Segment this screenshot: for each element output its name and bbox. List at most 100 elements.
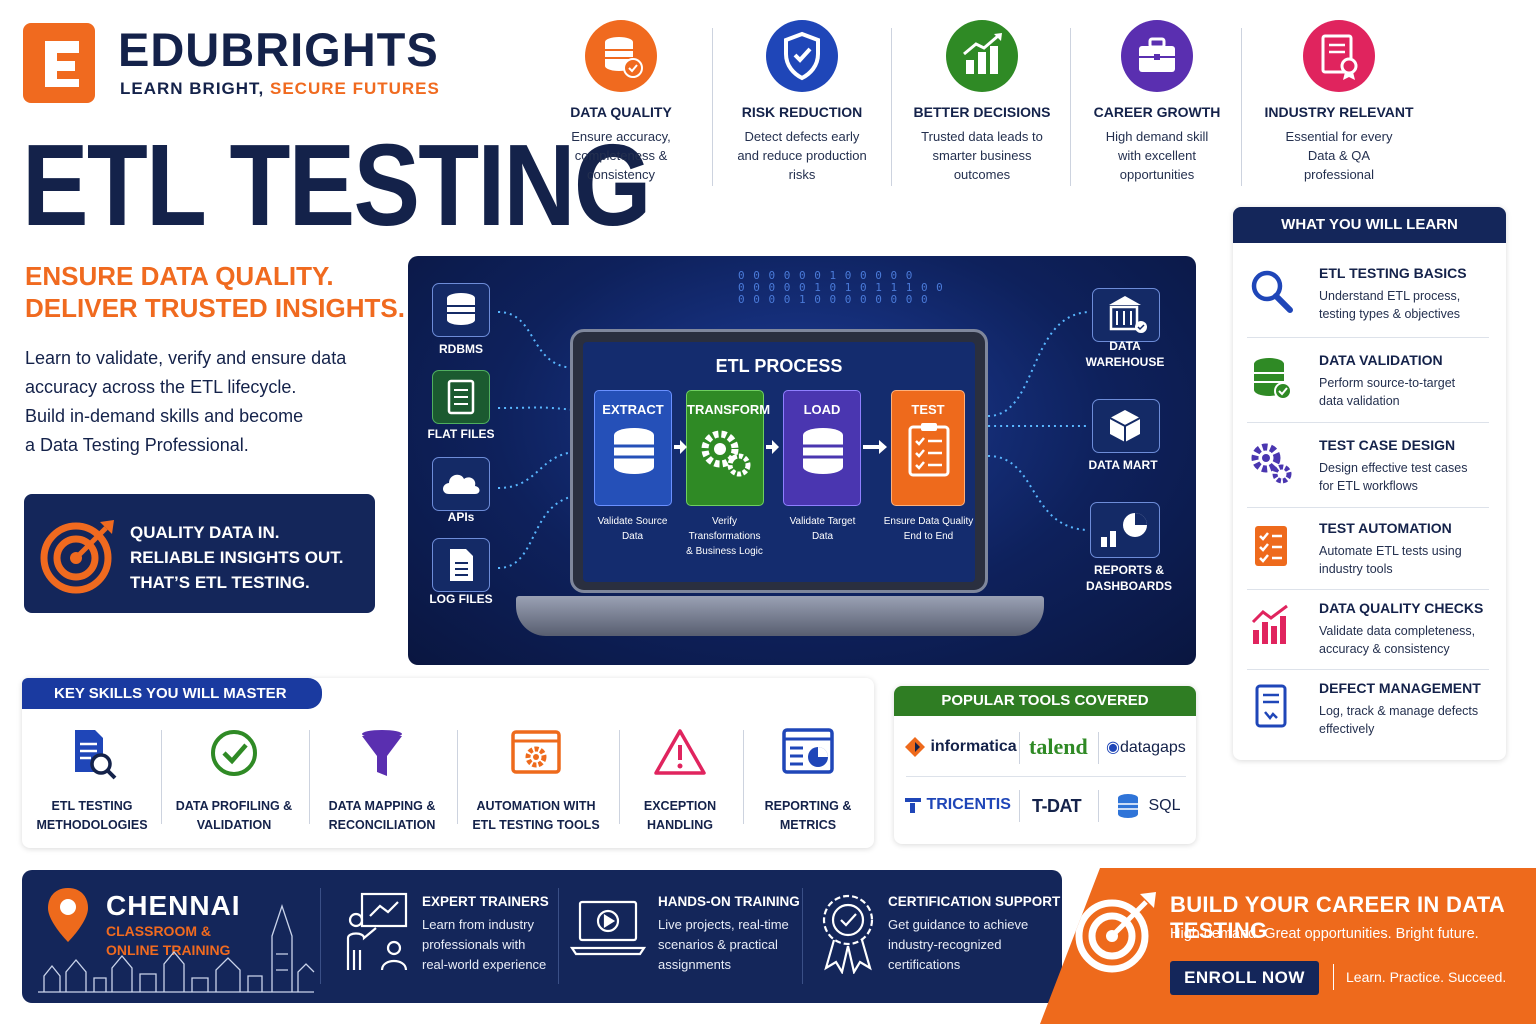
divider	[619, 730, 620, 824]
database-icon	[803, 428, 843, 474]
tools-heading: POPULAR TOOLS COVERED	[894, 686, 1196, 716]
learn-item: TEST CASE DESIGN Design effective test c…	[1247, 437, 1497, 519]
location-pin-icon	[48, 888, 88, 942]
popular-tools-panel: POPULAR TOOLS COVERED informatica talend…	[894, 686, 1196, 844]
skills-heading: KEY SKILLS YOU WILL MASTER	[22, 678, 322, 709]
tricentis-icon	[905, 798, 921, 813]
stage-arrows	[674, 440, 887, 454]
city-name: CHENNAI	[106, 890, 241, 921]
source-label: APIs	[447, 510, 475, 524]
divider	[1247, 589, 1489, 590]
sql-logo: SQL	[1116, 792, 1180, 820]
divider	[558, 888, 559, 984]
brand-logo-icon	[23, 23, 95, 103]
quote-text: QUALITY DATA IN. RELIABLE INSIGHTS OUT. …	[130, 523, 344, 592]
certificate-icon	[1303, 20, 1375, 92]
etl-process-title: ETL PROCESS	[715, 356, 843, 376]
what-you-will-learn-panel: WHAT YOU WILL LEARN ETL TESTING BASICS U…	[1233, 207, 1506, 760]
database-icon	[614, 428, 654, 474]
flat-files-icon	[432, 370, 490, 424]
clipboard-check-icon	[908, 423, 950, 477]
stage-caption: Verify Transformations& Business Logic	[686, 516, 763, 557]
warning-icon	[654, 729, 706, 775]
divider	[906, 776, 1186, 777]
trainer-icon	[346, 892, 408, 971]
stage-load: LOAD	[783, 390, 861, 506]
brand-name: EDUBRIGHTS	[118, 23, 439, 76]
brand-tagline: LEARN BRIGHT, SECURE FUTURES	[120, 79, 440, 98]
divider	[457, 730, 458, 824]
cta-subtitle: High demand. Great opportunities. Bright…	[1170, 926, 1479, 942]
document-search-icon	[75, 730, 117, 780]
database-check-icon	[585, 20, 657, 92]
source-label: LOG FILES	[429, 592, 493, 606]
informatica-logo: informatica	[904, 736, 1017, 758]
badge-icon	[822, 894, 874, 974]
learn-item: DEFECT MANAGEMENT Log, track & manage de…	[1247, 680, 1497, 762]
hero-subtitle: ENSURE DATA QUALITY. DELIVER TRUSTED INS…	[25, 261, 405, 323]
rdbms-icon	[432, 283, 490, 337]
learn-item: DATA QUALITY CHECKS Validate data comple…	[1247, 600, 1497, 682]
divider	[1098, 732, 1099, 764]
document-icon	[1255, 684, 1287, 728]
divider	[320, 888, 321, 984]
check-circle-icon	[211, 730, 257, 776]
divider	[712, 28, 713, 186]
learn-item: ETL TESTING BASICS Understand ETL proces…	[1247, 265, 1497, 347]
divider	[1247, 422, 1489, 423]
stage-test: TEST	[891, 390, 965, 506]
tricentis-logo: TRICENTIS	[904, 796, 1011, 814]
divider	[1247, 337, 1489, 338]
bottom-banner: CHENNAI CLASSROOM &ONLINE TRAINING	[22, 870, 1062, 1003]
laptop-base	[516, 596, 1044, 636]
cta-banner: BUILD YOUR CAREER IN DATA TESTING High d…	[1040, 868, 1536, 1024]
enroll-now-button[interactable]: ENROLL NOW	[1170, 961, 1319, 995]
gears-icon	[1251, 443, 1292, 484]
skill-item: REPORTING &METRICS	[738, 726, 878, 835]
report-icon	[782, 728, 834, 774]
sql-database-icon	[1118, 794, 1138, 818]
informatica-icon	[905, 737, 925, 757]
divider	[1070, 28, 1071, 186]
cloud-icon	[432, 457, 490, 511]
target-label: DATA MART	[1088, 458, 1158, 472]
data-warehouse-icon	[1092, 288, 1160, 342]
skill-item: DATA PROFILING &VALIDATION	[164, 726, 304, 835]
laptop-play-icon	[570, 900, 646, 956]
benefit-data-quality: DATA QUALITY Ensure accuracy,completenes…	[536, 20, 706, 184]
divider	[1333, 964, 1334, 990]
divider	[1247, 507, 1489, 508]
database-check-icon	[1254, 358, 1292, 400]
shield-check-icon	[766, 20, 838, 92]
briefcase-icon	[1121, 20, 1193, 92]
divider	[309, 730, 310, 824]
page-title: ETL TESTING	[22, 120, 651, 250]
learn-heading: WHAT YOU WILL LEARN	[1233, 207, 1506, 243]
skill-item: DATA MAPPING &RECONCILIATION	[312, 726, 452, 835]
quote-banner: QUALITY DATA IN. RELIABLE INSIGHTS OUT. …	[24, 494, 375, 613]
divider	[743, 730, 744, 824]
cta-motto: Learn. Practice. Succeed.	[1346, 969, 1507, 985]
connector-lines	[497, 311, 1089, 569]
tdat-logo: T-DAT	[1032, 796, 1082, 816]
log-file-icon	[432, 538, 490, 592]
source-label: FLAT FILES	[427, 427, 495, 441]
divider	[1098, 790, 1099, 822]
target-icon	[40, 520, 114, 594]
stage-extract: EXTRACT	[594, 390, 672, 506]
training-mode: CLASSROOM &ONLINE TRAINING	[106, 923, 231, 958]
divider	[1247, 669, 1489, 670]
